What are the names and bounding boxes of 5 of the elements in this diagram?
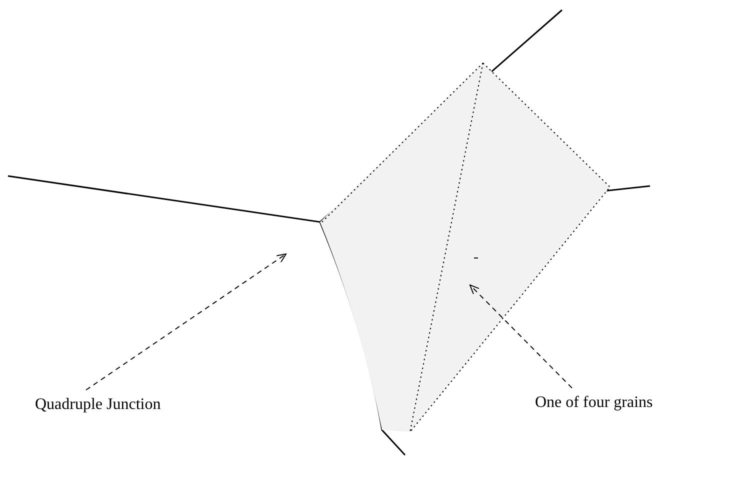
leader-line (86, 254, 286, 390)
grain-drawing (320, 62, 611, 432)
callout-text: Quadruple Junction (35, 396, 161, 414)
leader-line (470, 284, 572, 388)
callout-text: One of four grains (535, 394, 653, 412)
